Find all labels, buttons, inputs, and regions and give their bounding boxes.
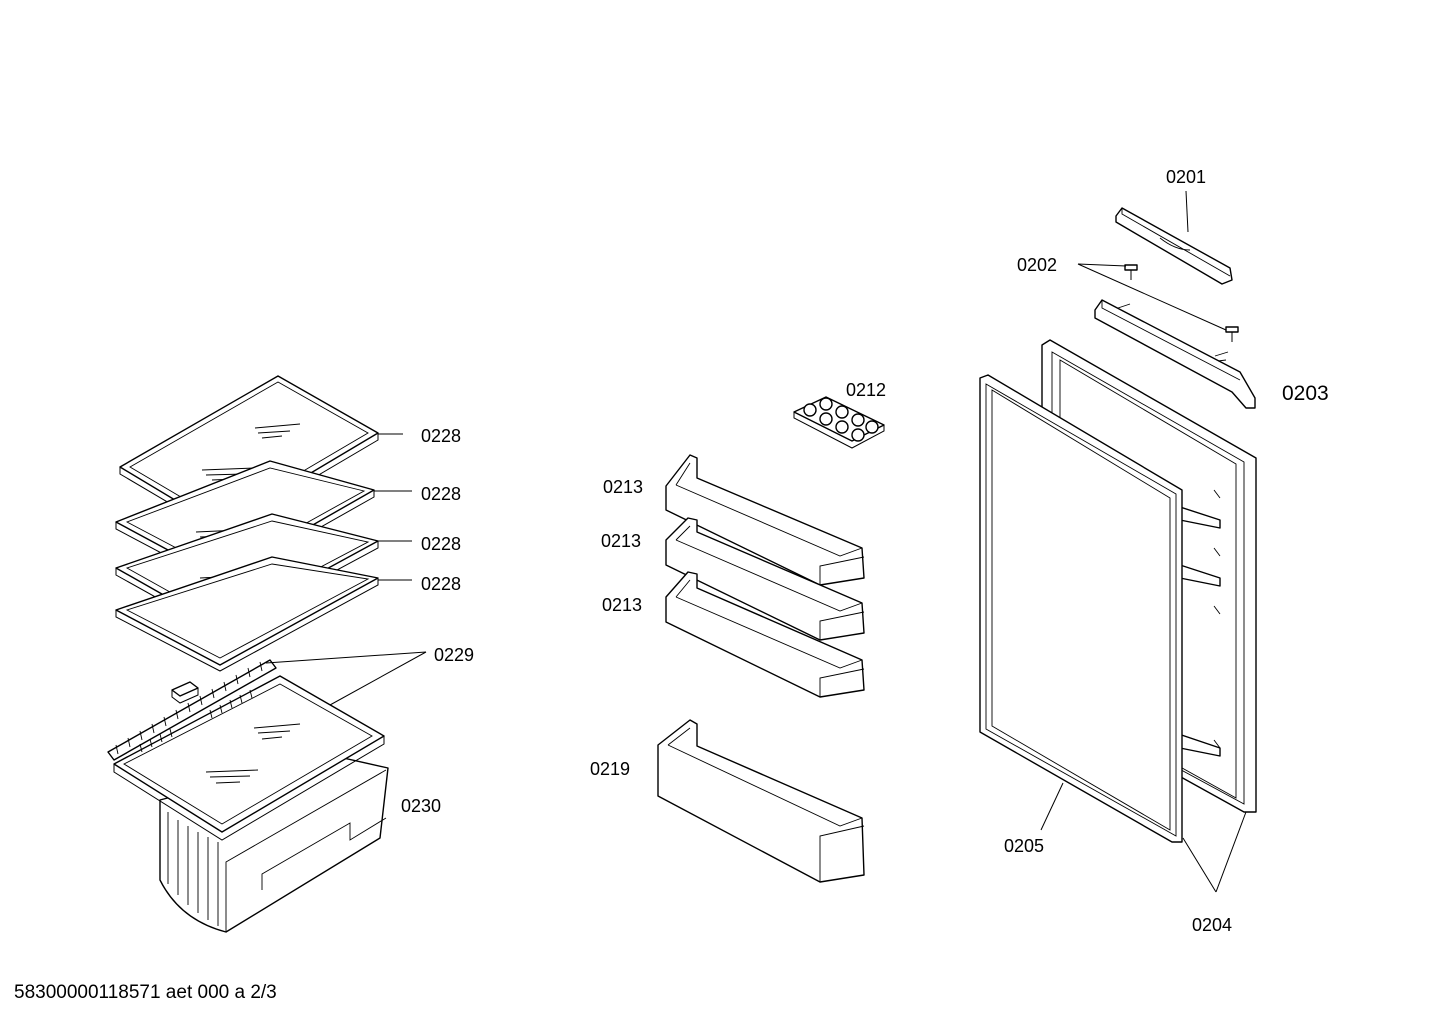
label-0228-1: 0228 (421, 426, 461, 446)
label-0228-2: 0228 (421, 484, 461, 504)
label-0201: 0201 (1166, 167, 1206, 187)
label-0213-bottom: 0213 (602, 595, 642, 615)
document-reference: 58300000118571 aet 000 a 2/3 (14, 982, 277, 1003)
leader-0202a (1077, 263, 1127, 267)
door-bin-0213-top (665, 454, 865, 586)
door-gasket-0205 (979, 374, 1183, 843)
leader-0205 (1040, 782, 1064, 831)
label-0205: 0205 (1004, 836, 1044, 856)
label-0203: 0203 (1282, 382, 1329, 405)
label-0202: 0202 (1017, 255, 1057, 275)
screws-0202 (1124, 264, 1239, 342)
bottle-bin-0219 (657, 719, 865, 883)
label-0219: 0219 (590, 759, 630, 779)
label-0228-3: 0228 (421, 534, 461, 554)
leader-0204a (1182, 837, 1217, 893)
label-0228-4: 0228 (421, 574, 461, 594)
hinge-cover-0201 (1115, 207, 1233, 285)
leader-0229a (265, 651, 427, 664)
label-0204: 0204 (1192, 915, 1232, 935)
crisper-drawer-0230 (113, 675, 389, 933)
glass-shelf-4 (115, 556, 379, 672)
leader-0204b (1215, 811, 1247, 893)
hinge-bracket-0203 (1094, 299, 1256, 409)
label-0213-top: 0213 (603, 477, 643, 497)
egg-tray-0212 (793, 396, 885, 449)
door-bin-0213-bottom (665, 571, 865, 698)
leader-0229b (329, 651, 427, 706)
shelf-rail-0229 (107, 659, 277, 761)
door-bin-0213-middle (665, 517, 865, 641)
leader-0201 (1185, 190, 1189, 233)
label-0212: 0212 (846, 380, 886, 400)
label-0230: 0230 (401, 796, 441, 816)
label-0213-middle: 0213 (601, 531, 641, 551)
leader-0202b (1077, 263, 1227, 331)
label-0229: 0229 (434, 645, 474, 665)
